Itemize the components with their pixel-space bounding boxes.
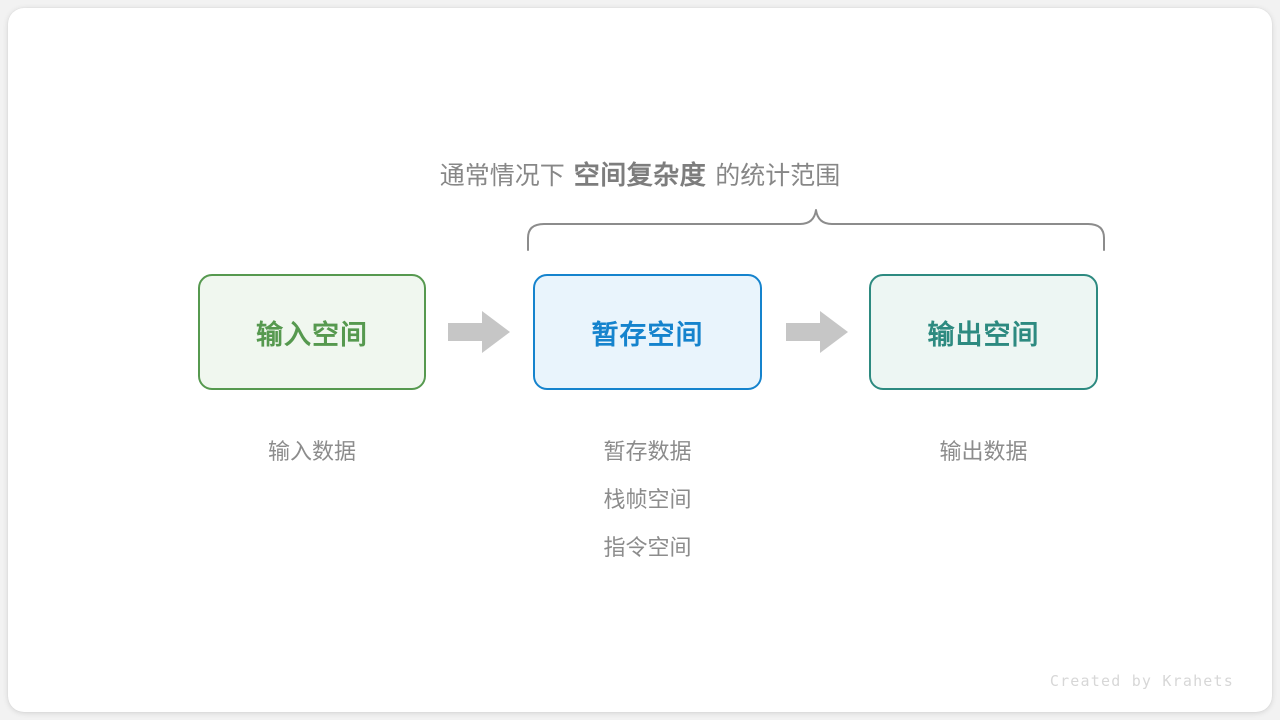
box-input-space-label: 输入空间 <box>256 319 368 350</box>
box-input-space[interactable]: 输入空间 <box>198 274 426 390</box>
scope-brace-icon <box>527 209 1105 251</box>
box-temp-space-label: 暂存空间 <box>591 319 704 350</box>
notes-input-space: 输入数据 <box>198 428 426 476</box>
caption-emphasis: 空间复杂度 <box>573 160 707 190</box>
scope-caption: 通常情况下空间复杂度的统计范围 <box>8 158 1272 193</box>
caption-suffix: 的统计范围 <box>715 162 841 190</box>
box-output-space-label: 输出空间 <box>927 319 1040 350</box>
note-item: 输出数据 <box>939 439 1028 464</box>
arrow-right-icon <box>786 311 848 353</box>
note-item: 暂存数据 <box>603 439 692 464</box>
arrow-right-icon <box>448 311 510 353</box>
note-item: 栈帧空间 <box>603 487 692 512</box>
watermark-credit: Created by Krahets <box>1049 672 1234 690</box>
notes-output-space: 输出数据 <box>869 428 1098 476</box>
diagram-card: 通常情况下空间复杂度的统计范围 输入空间 暂存空间 输出空间 输入数据 暂存数据… <box>8 8 1272 712</box>
box-temp-space[interactable]: 暂存空间 <box>533 274 762 390</box>
caption-prefix: 通常情况下 <box>439 162 565 190</box>
box-output-space[interactable]: 输出空间 <box>869 274 1098 390</box>
notes-temp-space: 暂存数据 栈帧空间 指令空间 <box>533 428 762 572</box>
note-item: 输入数据 <box>267 439 356 464</box>
note-item: 指令空间 <box>603 535 692 560</box>
